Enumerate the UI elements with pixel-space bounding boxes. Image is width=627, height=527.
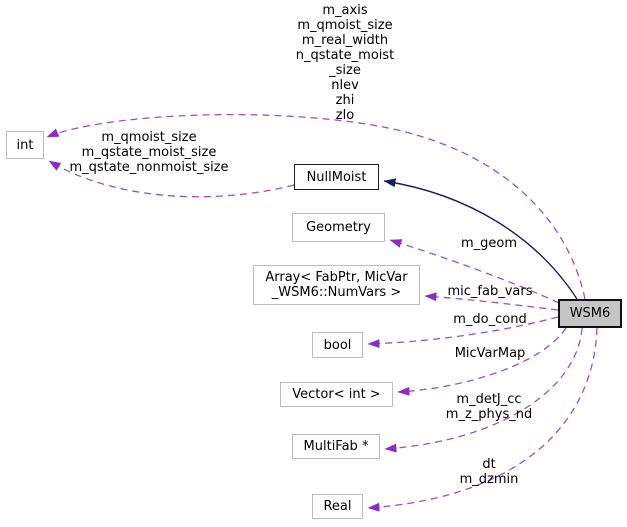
edge-label-line: dt — [482, 457, 496, 472]
edge-label-line: m_dzmin — [459, 472, 519, 487]
edge-label-line: m_z_phys_nd — [445, 407, 533, 422]
edge-label-m-do-cond: m_do_cond — [453, 312, 527, 327]
edge-wsm6-geometry — [389, 239, 560, 304]
edge-label-line: m_qstate_moist_size — [81, 145, 217, 160]
node-nullmoist[interactable]: NullMoist — [294, 164, 379, 190]
node-real: Real — [312, 494, 363, 519]
edge-wsm6-int — [46, 113, 586, 300]
node-wsm6[interactable]: WSM6 — [558, 299, 622, 328]
edge-label-m-geom: m_geom — [460, 236, 518, 251]
node-array-line1: Array< FabPtr, MicVar — [265, 270, 408, 285]
edge-label-line: nlev — [331, 78, 359, 93]
edge-label-line: m_real_width — [301, 33, 389, 48]
edge-label-line: m_qmoist_size — [101, 130, 197, 145]
edge-wsm6-real — [367, 327, 598, 512]
edge-label-line: m_detJ_cc — [456, 392, 522, 407]
edge-label-line: m_qstate_nonmoist_size — [69, 160, 229, 175]
edge-label-line: m_qmoist_size — [297, 18, 393, 33]
node-multifab: MultiFab * — [292, 434, 380, 459]
edge-label-micvarmap: MicVarMap — [454, 346, 526, 361]
edge-label-nullmoist-int: m_qmoist_size m_qstate_moist_size m_qsta… — [49, 130, 249, 175]
edge-label-line: zlo — [335, 108, 355, 123]
node-bool: bool — [312, 332, 363, 358]
edge-label-real: dt m_dzmin — [439, 457, 539, 487]
edge-wsm6-bool — [367, 316, 559, 349]
node-array-fabptr: Array< FabPtr, MicVar _WSM6::NumVars > — [253, 265, 420, 305]
edge-wsm6-vector — [397, 327, 567, 396]
edge-wsm6-array — [424, 292, 559, 311]
edge-label-line: n_qstate_moist — [295, 48, 395, 63]
edge-label-line: _size — [329, 63, 361, 78]
edge-nullmoist-int — [48, 160, 295, 198]
node-array-line2: _WSM6::NumVars > — [271, 285, 402, 300]
edge-label-mic-fab-vars: mic_fab_vars — [447, 284, 533, 299]
node-geometry: Geometry — [292, 213, 385, 242]
edge-inheritance-wsm6-nullmoist — [383, 178, 578, 300]
edge-label-wsm6-int: m_axis m_qmoist_size m_real_width n_qsta… — [245, 3, 445, 123]
edge-wsm6-multifab — [384, 327, 583, 453]
edge-label-line: m_axis — [322, 3, 368, 18]
node-vector-int: Vector< int > — [280, 382, 393, 407]
edge-label-line: zhi — [335, 93, 355, 108]
node-int: int — [6, 131, 44, 159]
edge-label-multifab: m_detJ_cc m_z_phys_nd — [439, 392, 539, 422]
